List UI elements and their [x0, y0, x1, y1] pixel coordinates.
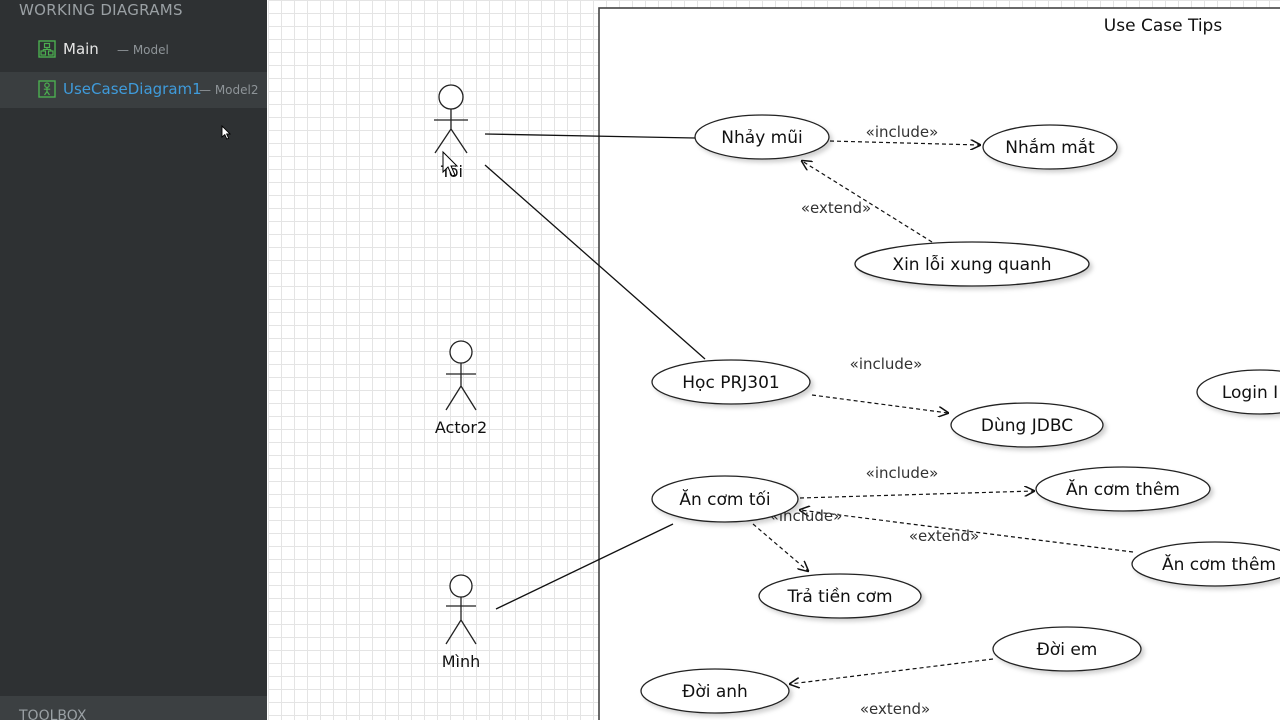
- toolbox-title: TOOLBOX: [19, 708, 87, 724]
- usecase-label: Đời em: [1037, 640, 1098, 660]
- association-line[interactable]: [484, 133, 696, 139]
- stereotype-label: «extend»: [801, 199, 871, 217]
- stereotype-label: «extend»: [860, 700, 930, 718]
- usecase-label: Login I: [1222, 383, 1278, 403]
- actor-minh[interactable]: Mình: [442, 574, 481, 671]
- usecase-diagram-icon: [38, 80, 56, 98]
- mouse-pointer-icon: [442, 150, 459, 177]
- system-boundary-title: Use Case Tips: [1104, 16, 1223, 36]
- diagram-model: — Model: [117, 43, 169, 57]
- usecase-label: Nhắm mắt: [1005, 137, 1095, 158]
- association-line[interactable]: [484, 164, 706, 360]
- diagram-item-main[interactable]: Main — Model: [0, 32, 267, 68]
- diagram-item-usecasediagram1[interactable]: UseCaseDiagram1 — Model2: [0, 72, 267, 108]
- usecase-label: Trả tiền cơm: [786, 586, 892, 607]
- usecase-dung-jdbc[interactable]: Dùng JDBC: [950, 402, 1104, 448]
- working-diagrams-panel: WORKING DIAGRAMS Main — Model UseCaseDia…: [0, 0, 267, 724]
- include-relationship[interactable]: [752, 523, 808, 571]
- actor-name: Actor2: [435, 418, 487, 437]
- usecase-label: Học PRJ301: [682, 373, 779, 393]
- usecase-tra-tien-com[interactable]: Trả tiền cơm: [758, 573, 922, 619]
- usecase-label: Ăn cơm thêm: [1162, 553, 1276, 575]
- usecase-label: Dùng JDBC: [981, 416, 1073, 436]
- usecase-label: Ăn cơm thêm: [1066, 478, 1180, 500]
- usecase-xin-loi-xung-quanh[interactable]: Xin lỗi xung quanh: [854, 241, 1090, 287]
- usecase-an-com-toi[interactable]: Ăn cơm tối: [651, 475, 799, 523]
- usecase-nhay-mui[interactable]: Nhảy mũi: [694, 114, 830, 160]
- usecase-doi-anh[interactable]: Đời anh: [640, 668, 790, 714]
- extend-relationship[interactable]: [790, 658, 994, 684]
- usecase-an-com-them-2[interactable]: Ăn cơm thêm: [1131, 541, 1280, 587]
- stereotype-label: «include»: [850, 355, 923, 373]
- stereotype-label: «include»: [866, 123, 939, 141]
- usecase-label: Ăn cơm tối: [679, 488, 770, 510]
- usecase-diagram: Use Case Tips «include» «extend» «includ…: [434, 7, 1280, 720]
- working-diagrams-title: WORKING DIAGRAMS: [19, 1, 183, 19]
- usecase-nham-mat[interactable]: Nhắm mắt: [982, 124, 1118, 170]
- stereotype-label: «include»: [866, 464, 939, 482]
- extend-relationship[interactable]: [802, 161, 933, 243]
- toolbox-header[interactable]: TOOLBOX: [0, 696, 267, 724]
- usecase-label: Đời anh: [682, 682, 748, 702]
- diagram-canvas[interactable]: Use Case Tips «include» «extend» «includ…: [268, 0, 1280, 720]
- mouse-cursor-icon: [221, 125, 232, 140]
- diagram-name: UseCaseDiagram1: [63, 80, 202, 98]
- usecase-doi-em[interactable]: Đời em: [992, 626, 1142, 672]
- stereotype-label: «extend»: [909, 527, 979, 545]
- include-relationship[interactable]: [811, 394, 948, 413]
- actor-name: Mình: [442, 652, 481, 671]
- diagram-name: Main: [63, 40, 99, 58]
- usecase-label: Nhảy mũi: [721, 128, 802, 148]
- usecase-label: Xin lỗi xung quanh: [892, 254, 1051, 275]
- association-line[interactable]: [495, 523, 674, 610]
- usecase-login[interactable]: Login I: [1196, 369, 1280, 415]
- usecase-hoc-prj301[interactable]: Học PRJ301: [651, 359, 811, 405]
- actor-actor2[interactable]: Actor2: [435, 340, 487, 437]
- class-diagram-icon: [38, 40, 56, 58]
- usecase-an-com-them[interactable]: Ăn cơm thêm: [1035, 466, 1211, 512]
- diagram-model: — Model2: [199, 83, 259, 97]
